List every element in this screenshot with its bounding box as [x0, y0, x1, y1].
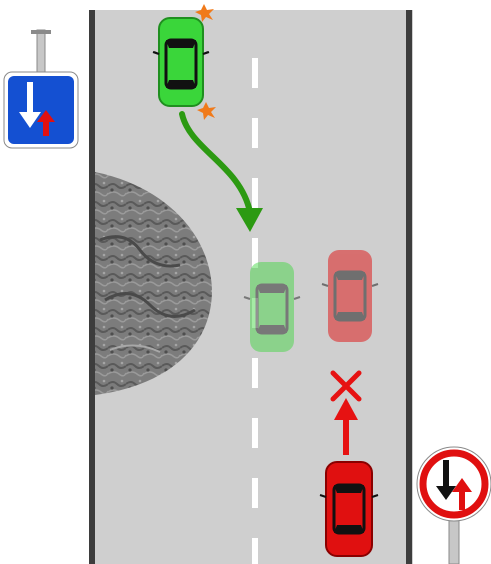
yield-sign: [417, 447, 491, 564]
road-edge-right: [406, 10, 412, 564]
faded-green-car-icon: [244, 262, 300, 352]
priority-sign: [4, 30, 78, 148]
faded-red-car-icon: [322, 250, 378, 342]
road-edge-left: [89, 10, 95, 564]
red-car-icon: [320, 462, 378, 556]
